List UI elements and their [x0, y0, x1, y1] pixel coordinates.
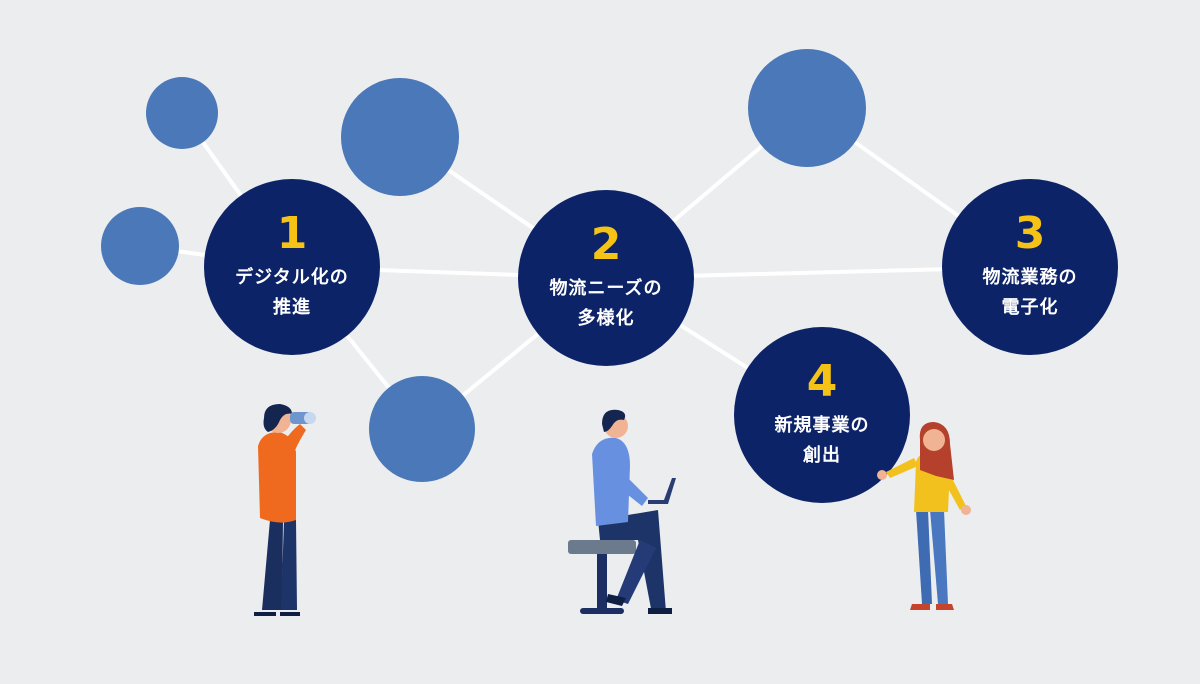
woman-presenting-icon [877, 422, 971, 610]
sub-node [101, 207, 179, 285]
sub-node [748, 49, 866, 167]
sub-node [369, 376, 475, 482]
person-with-binoculars-icon [254, 404, 316, 616]
main-node-4-circle [734, 327, 910, 503]
main-node-2-circle [518, 190, 694, 366]
person-on-stool-with-laptop-icon [568, 409, 676, 614]
sub-node [146, 77, 218, 149]
main-node-3-circle [942, 179, 1118, 355]
main-node-1-circle [204, 179, 380, 355]
sub-node [341, 78, 459, 196]
